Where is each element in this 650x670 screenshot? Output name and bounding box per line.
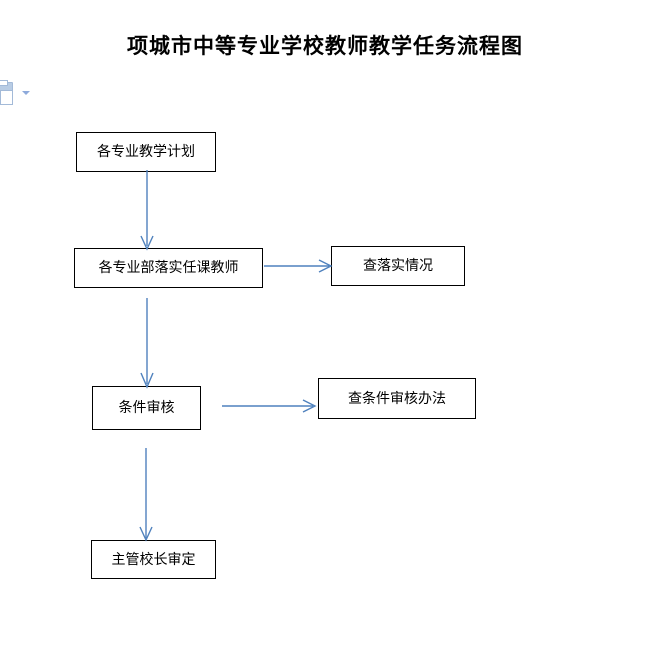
- arrow-condition-to-principal: [139, 448, 153, 542]
- paste-toolbar-widget[interactable]: [0, 80, 34, 108]
- chevron-down-icon[interactable]: [22, 91, 30, 95]
- page-title: 项城市中等专业学校教师教学任务流程图: [127, 34, 523, 58]
- flow-box-assign[interactable]: 各专业部落实任课教师: [74, 248, 263, 288]
- paste-icon[interactable]: [0, 80, 13, 105]
- arrow-plan-to-assign: [140, 170, 154, 251]
- flow-box-condition[interactable]: 条件审核: [92, 386, 201, 430]
- flow-box-plan[interactable]: 各专业教学计划: [76, 132, 216, 172]
- arrow-condition-to-check-rule: [222, 399, 317, 413]
- arrow-assign-to-check-impl: [264, 259, 333, 273]
- flow-box-principal[interactable]: 主管校长审定: [91, 540, 216, 579]
- flow-box-check-rule[interactable]: 查条件审核办法: [318, 378, 476, 419]
- arrow-assign-to-condition: [140, 298, 154, 389]
- flow-box-check-impl[interactable]: 查落实情况: [331, 246, 465, 286]
